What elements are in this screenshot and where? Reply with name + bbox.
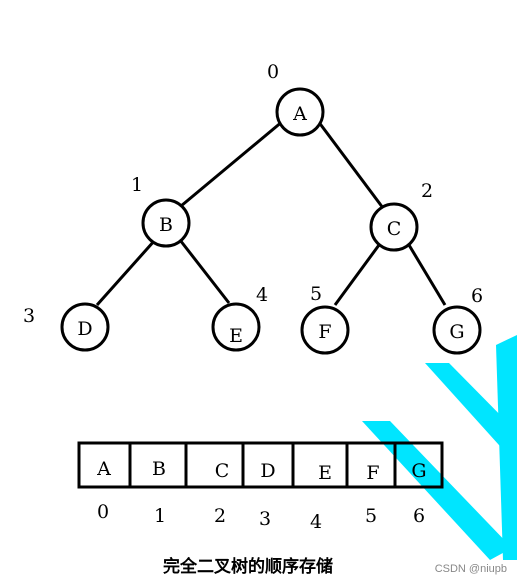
diagram-caption: 完全二叉树的顺序存储 bbox=[163, 556, 333, 577]
array-index-1: 1 bbox=[154, 505, 166, 527]
node-label-g: G bbox=[449, 321, 464, 343]
node-index-b: 1 bbox=[131, 174, 143, 196]
edge-c-f bbox=[333, 244, 381, 306]
array-cell-label-4: E bbox=[318, 462, 332, 484]
array-cell-label-6: G bbox=[411, 460, 426, 482]
tree-node-c bbox=[369, 202, 419, 252]
array-index-0: 0 bbox=[97, 501, 109, 523]
array-index-4: 4 bbox=[310, 511, 322, 533]
node-label-a: A bbox=[292, 103, 307, 125]
array-cell-label-3: D bbox=[260, 460, 275, 482]
watermark-graphic bbox=[362, 335, 517, 560]
watermark-stroke-2 bbox=[362, 421, 512, 560]
node-index-a: 0 bbox=[267, 61, 279, 83]
node-index-c: 2 bbox=[421, 180, 433, 202]
watermark-stroke-3 bbox=[496, 335, 517, 560]
array-index-2: 2 bbox=[214, 505, 226, 527]
array-index-6: 6 bbox=[413, 505, 425, 527]
node-label-e: E bbox=[229, 325, 243, 347]
array-index-3: 3 bbox=[259, 508, 271, 530]
edge-a-c bbox=[316, 120, 385, 209]
array-cell-label-5: F bbox=[366, 462, 379, 484]
node-index-g: 6 bbox=[471, 285, 483, 307]
edge-b-e bbox=[178, 239, 231, 304]
edge-a-b bbox=[180, 119, 284, 208]
edge-b-d bbox=[95, 239, 157, 306]
tree-node-f bbox=[300, 305, 350, 355]
node-label-f: F bbox=[318, 321, 331, 343]
tree-node-g bbox=[432, 305, 482, 355]
array-cell-label-1: B bbox=[152, 458, 166, 480]
tree-nodes bbox=[60, 87, 482, 355]
watermark-text: CSDN @niupb bbox=[435, 563, 507, 575]
tree-node-b bbox=[141, 198, 191, 248]
array-cell-label-0: A bbox=[96, 458, 111, 480]
tree-node-a bbox=[275, 87, 325, 137]
node-index-f: 5 bbox=[310, 283, 322, 305]
node-label-c: C bbox=[387, 218, 402, 240]
node-label-d: D bbox=[77, 318, 92, 340]
array-cells bbox=[77, 441, 444, 489]
node-index-e: 4 bbox=[256, 284, 268, 306]
tree-node-e bbox=[211, 302, 261, 352]
node-label-b: B bbox=[159, 214, 173, 236]
array-cell-label-2: C bbox=[215, 460, 230, 482]
watermark-stroke-1 bbox=[425, 363, 517, 465]
edge-c-g bbox=[407, 244, 447, 306]
array-cell-6 bbox=[393, 441, 444, 489]
tree-edges bbox=[95, 119, 447, 306]
tree-node-d bbox=[60, 302, 110, 352]
node-index-d: 3 bbox=[23, 305, 35, 327]
array-index-5: 5 bbox=[365, 505, 377, 527]
